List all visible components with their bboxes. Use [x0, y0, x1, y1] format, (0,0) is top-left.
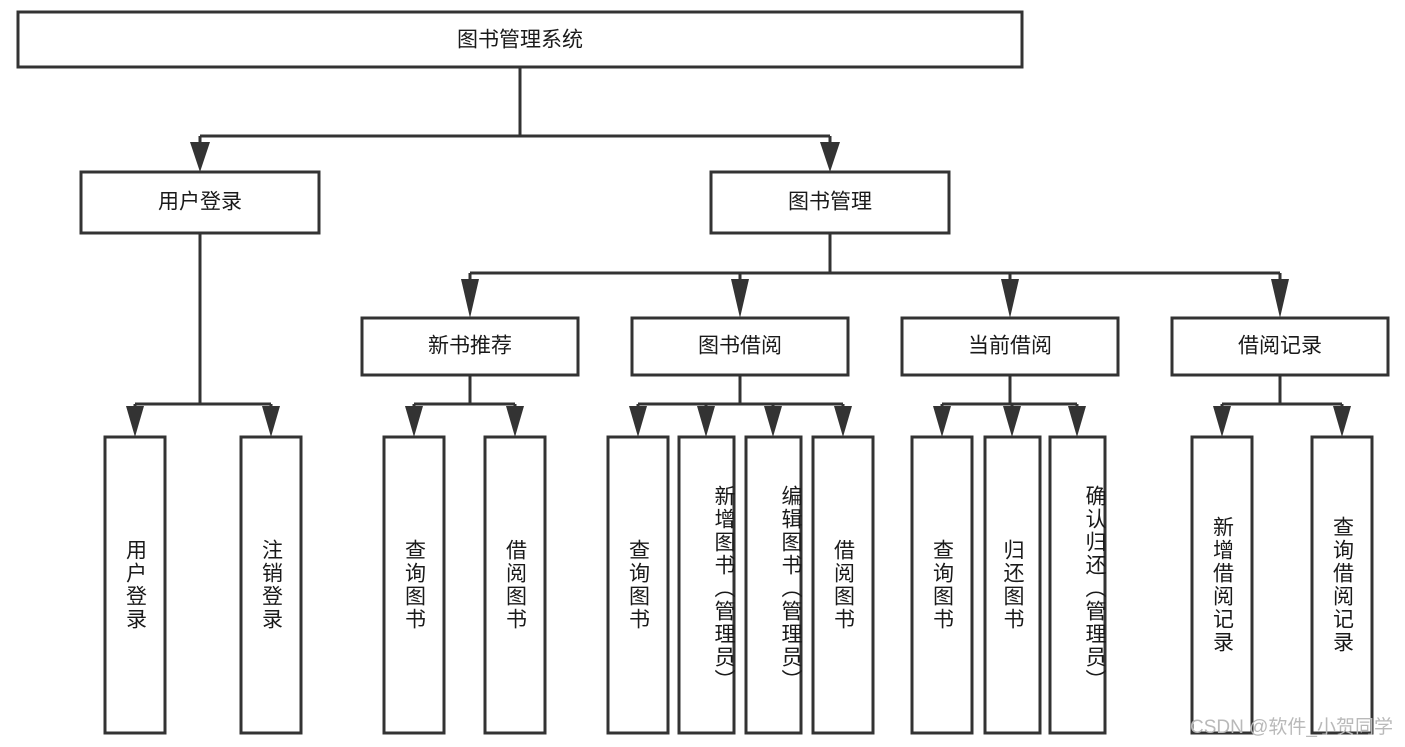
node-leaf-edit-book[interactable]: [744, 435, 803, 735]
connector-group-root: [190, 67, 840, 172]
arrow-head-leaf-user-login: [126, 406, 144, 437]
node-borrow-records-label: 借阅记录: [1238, 335, 1322, 358]
arrow-head-leaf-query-record: [1333, 406, 1351, 437]
node-leaf-borrow-book-2[interactable]: [811, 435, 875, 735]
arrow-head-leaf-borrow-book-2: [834, 406, 852, 437]
arrow-head-user-login: [190, 142, 210, 172]
node-book-management-label: 图书管理: [788, 191, 872, 214]
arrow-head-leaf-query-book-1: [405, 406, 423, 437]
node-user-login-label: 用户登录: [158, 191, 242, 214]
node-leaf-borrow-book-1[interactable]: [483, 435, 547, 735]
node-leaf-query-book-1[interactable]: [382, 435, 446, 735]
connector-group-user-login: [126, 233, 280, 437]
node-user-login[interactable]: [79, 170, 321, 235]
connector-group-new-book-recommend: [405, 375, 524, 437]
node-root-label: 图书管理系统: [457, 29, 583, 52]
node-new-book-recommend[interactable]: [360, 316, 580, 377]
arrow-head-leaf-query-book-2: [629, 406, 647, 437]
arrow-head-leaf-add-book: [697, 406, 715, 437]
connector-group-book-management: [461, 233, 1289, 318]
arrow-head-borrow-records: [1271, 279, 1289, 318]
node-leaf-query-book-3[interactable]: [910, 435, 974, 735]
node-leaf-query-record[interactable]: [1310, 435, 1374, 735]
node-leaf-logout[interactable]: [239, 435, 303, 735]
node-leaf-query-book-2[interactable]: [606, 435, 670, 735]
node-borrow-records[interactable]: [1170, 316, 1390, 377]
node-leaf-add-record[interactable]: [1190, 435, 1254, 735]
node-leaf-return-book[interactable]: [983, 435, 1042, 735]
arrow-head-leaf-logout: [262, 406, 280, 437]
arrow-head-leaf-query-book-3: [933, 406, 951, 437]
node-current-borrow-label: 当前借阅: [968, 335, 1052, 358]
csdn-watermark: CSDN @软件_小贺同学: [1190, 717, 1393, 738]
arrow-head-leaf-return-book: [1003, 406, 1021, 437]
node-new-book-recommend-label: 新书推荐: [428, 335, 512, 358]
arrow-head-leaf-edit-book: [764, 406, 782, 437]
arrow-head-current-borrow: [1001, 279, 1019, 318]
connector-group-book-borrow: [629, 375, 852, 437]
node-root[interactable]: [16, 10, 1024, 69]
node-leaf-confirm-return[interactable]: [1048, 435, 1107, 735]
arrow-head-book-borrow: [731, 279, 749, 318]
node-current-borrow[interactable]: [900, 316, 1120, 377]
connector-group-current-borrow: [933, 375, 1086, 437]
arrow-head-leaf-borrow-book-1: [506, 406, 524, 437]
arrow-head-new-book-recommend: [461, 279, 479, 318]
node-book-management[interactable]: [709, 170, 951, 235]
node-book-borrow[interactable]: [630, 316, 850, 377]
connector-group-borrow-records: [1213, 375, 1351, 437]
node-leaf-add-book[interactable]: [677, 435, 736, 735]
arrow-head-book-management: [820, 142, 840, 172]
node-book-borrow-label: 图书借阅: [698, 335, 782, 358]
node-leaf-user-login[interactable]: [103, 435, 167, 735]
arrow-head-leaf-confirm-return: [1068, 406, 1086, 437]
arrow-head-leaf-add-record: [1213, 406, 1231, 437]
